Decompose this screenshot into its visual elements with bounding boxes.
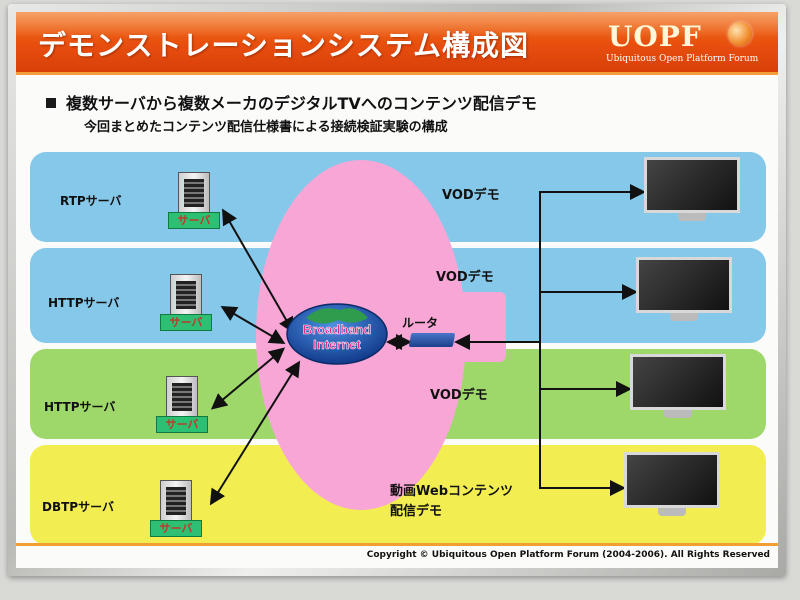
server-label-rtp: RTPサーバ — [60, 194, 122, 208]
digital-tv-3 — [630, 354, 726, 424]
demo-label-4-line1: 動画Webコンテンツ — [390, 484, 513, 499]
header-gloss — [16, 12, 778, 38]
logo-orb-icon — [728, 22, 752, 46]
demo-label-2: VODデモ — [436, 270, 494, 285]
server-icon — [166, 376, 198, 418]
digital-tv-2 — [636, 257, 732, 327]
tv-stand — [664, 410, 692, 418]
poster: デモンストレーションシステム構成図 UOPF Ubiquitous Open P… — [16, 12, 778, 568]
copyright-notice: Copyright © Ubiquitous Open Platform For… — [366, 550, 770, 560]
router-label: ルータ — [402, 316, 439, 330]
server-tag: サーバ — [156, 416, 208, 433]
uopf-logo: UOPF Ubiquitous Open Platform Forum — [576, 18, 772, 70]
tv-screen — [624, 452, 720, 508]
server-label-http-1: HTTPサーバ — [48, 296, 120, 310]
tv-screen — [636, 257, 732, 313]
demo-label-4-line2: 配信デモ — [390, 504, 443, 519]
server-dbtp: サーバ — [150, 480, 202, 538]
server-tag: サーバ — [168, 212, 220, 229]
tv-stand — [670, 313, 698, 321]
server-tag: サーバ — [150, 520, 202, 537]
server-tag: サーバ — [160, 314, 212, 331]
server-label-http-2: HTTPサーバ — [44, 400, 116, 414]
trunk-line — [539, 191, 556, 489]
demo-label-1: VODデモ — [442, 188, 500, 203]
demo-label-3: VODデモ — [430, 388, 488, 403]
digital-tv-4 — [624, 452, 720, 522]
server-http-1: サーバ — [160, 274, 212, 332]
connection-lines — [209, 184, 646, 506]
page-title: デモンストレーションシステム構成図 — [38, 29, 530, 62]
server-icon — [170, 274, 202, 316]
tv-stand — [678, 213, 706, 221]
globe-label-line1: Broadband — [303, 322, 372, 337]
globe-label-line2: Internet — [313, 337, 361, 352]
server-label-dbtp: DBTPサーバ — [42, 500, 114, 514]
arrow-http2-globe — [210, 347, 286, 410]
footer-divider — [16, 543, 778, 546]
subtitle-detail: 今回まとめたコンテンツ配信仕様書による接続検証実験の構成 — [84, 120, 448, 135]
server-icon — [160, 480, 192, 522]
logo-text: UOPF — [608, 20, 702, 53]
router-icon — [408, 333, 456, 347]
logo-subtitle: Ubiquitous Open Platform Forum — [606, 54, 759, 64]
server-icon — [178, 172, 210, 214]
header-divider — [16, 72, 778, 75]
arrow-dbtp-globe — [209, 360, 301, 506]
header-banner: デモンストレーションシステム構成図 UOPF Ubiquitous Open P… — [16, 12, 778, 72]
arrow-http1-globe — [220, 305, 286, 345]
broadband-internet-globe-icon: Broadband Internet — [286, 303, 388, 365]
server-rtp: サーバ — [168, 172, 220, 230]
bullet-square-icon — [46, 98, 56, 108]
digital-tv-1 — [644, 157, 740, 227]
tv-screen — [630, 354, 726, 410]
subtitle: 複数サーバから複数メーカのデジタルTVへのコンテンツ配信デモ — [66, 94, 537, 113]
tv-stand — [658, 508, 686, 516]
tv-screen — [644, 157, 740, 213]
internet-cloud-extension — [446, 292, 506, 362]
arrow-rtp-globe — [222, 208, 294, 334]
server-http-2: サーバ — [156, 376, 208, 434]
